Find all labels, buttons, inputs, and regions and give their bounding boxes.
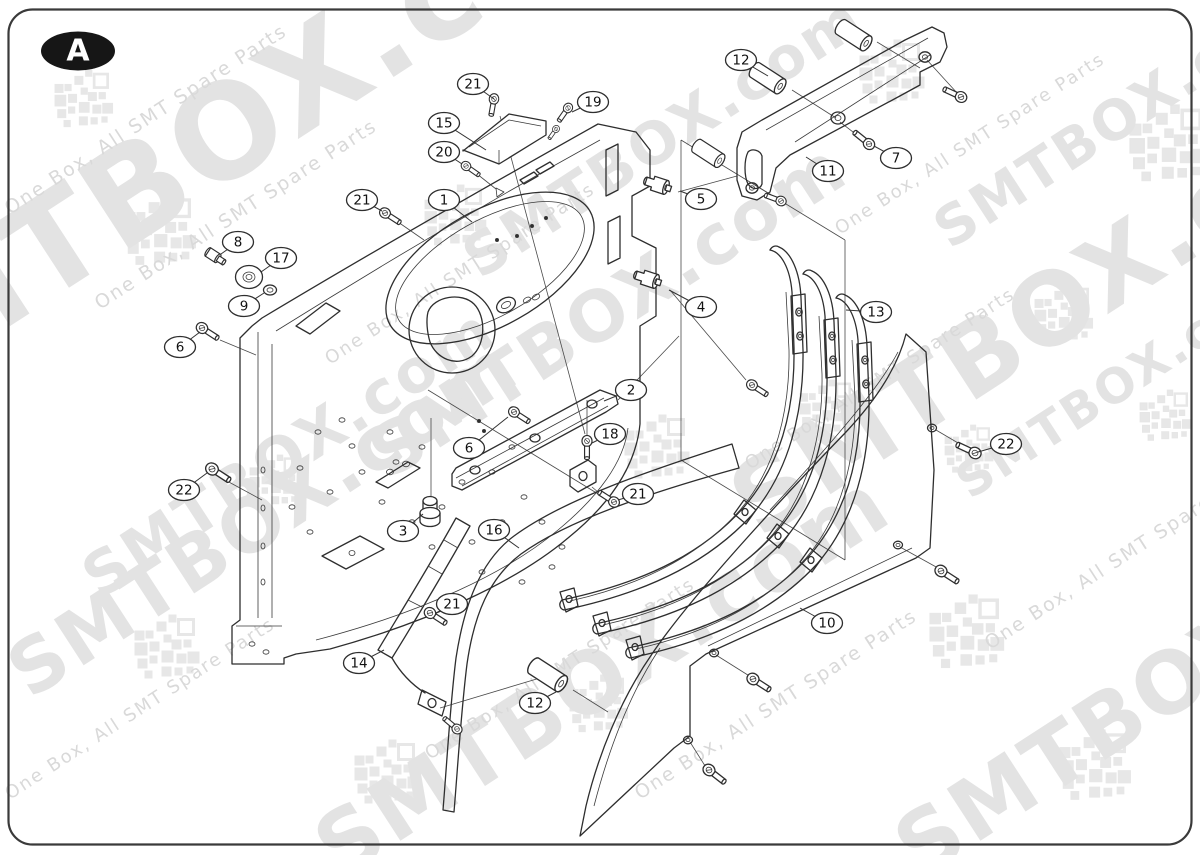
callout-balloon-7 (879, 146, 913, 170)
callout-number-10: 10 (818, 616, 835, 632)
callout-number-4: 4 (697, 300, 706, 316)
watermark-qr-tile (53, 68, 114, 129)
callout-number-13: 13 (867, 305, 884, 321)
callout-balloon-17 (264, 246, 298, 270)
page-border (7, 8, 1193, 846)
view-badge-ellipse (41, 31, 115, 71)
curved-blade (442, 443, 740, 813)
callout-number-5: 5 (697, 192, 706, 208)
callout-number-6: 6 (176, 340, 185, 356)
callout-balloon-6 (163, 335, 197, 359)
callout-number-3: 3 (399, 524, 408, 540)
callout-number-21: 21 (629, 487, 646, 503)
callout-number-14: 14 (350, 656, 367, 672)
projection-lines (219, 41, 971, 770)
callout-number-12: 12 (526, 696, 543, 712)
callout-balloon-16 (477, 518, 511, 542)
callout-balloon-21 (456, 72, 490, 96)
callout-balloon-5 (684, 187, 718, 211)
callout-balloon-4 (684, 295, 718, 319)
callout-balloon-13 (859, 300, 893, 324)
callout-number-7: 7 (892, 151, 901, 167)
callout-number-18: 18 (601, 427, 618, 443)
pin-roller-washer-group (203, 246, 278, 296)
callout-balloon-21 (435, 592, 469, 616)
callout-balloon-11 (811, 159, 845, 183)
callout-balloon-6 (452, 436, 486, 460)
callout-balloon-15 (427, 111, 461, 135)
callout-balloon-10 (810, 611, 844, 635)
callout-balloon-18 (593, 422, 627, 446)
callout-number-8: 8 (234, 235, 243, 251)
callout-balloon-9 (227, 294, 261, 318)
callout-number-20: 20 (435, 145, 452, 161)
tape-guide-rail (375, 389, 619, 528)
callout-number-11: 11 (819, 164, 836, 180)
callout-balloon-20 (427, 140, 461, 164)
top-cover-plate (462, 113, 547, 165)
segmented-strip (377, 517, 471, 717)
callout-balloon-12 (724, 48, 758, 72)
watermark-brand-text: SMTBOX.com (878, 453, 1200, 855)
callout-number-12: 12 (732, 53, 749, 69)
callout-number-9: 9 (240, 299, 249, 315)
callout-balloon-19 (576, 90, 610, 114)
callout-balloon-2 (614, 378, 648, 402)
callout-balloon-14 (342, 651, 376, 675)
callout-number-15: 15 (435, 116, 452, 132)
callout-balloon-1 (427, 188, 461, 212)
callout-balloon-21 (345, 188, 379, 212)
callout-balloon-3 (386, 519, 420, 543)
callout-number-2: 2 (627, 383, 636, 399)
callout-number-16: 16 (485, 523, 502, 539)
callout-number-17: 17 (272, 251, 289, 267)
callout-number-1: 1 (440, 193, 449, 209)
callout-balloon-21 (621, 482, 655, 506)
washer (262, 284, 278, 296)
bushing (419, 495, 441, 528)
bottom-cover-plate (579, 333, 938, 837)
view-label-badge: A (41, 31, 115, 71)
view-badge-label: A (66, 34, 90, 69)
callout-balloon-8 (221, 230, 255, 254)
callout-balloon-12 (518, 691, 552, 715)
callout-number-22: 22 (997, 437, 1014, 453)
callout-balloon-22 (167, 478, 201, 502)
callout-number-19: 19 (584, 95, 601, 111)
callout-number-21: 21 (443, 597, 460, 613)
callout-balloon-22 (989, 432, 1023, 456)
top-bracket (736, 26, 948, 201)
callout-number-21: 21 (464, 77, 481, 93)
main-frame-plate (231, 123, 657, 665)
callout-number-22: 22 (175, 483, 192, 499)
idler-roller (234, 264, 264, 290)
callout-number-6: 6 (465, 441, 474, 457)
callout-number-21: 21 (353, 193, 370, 209)
